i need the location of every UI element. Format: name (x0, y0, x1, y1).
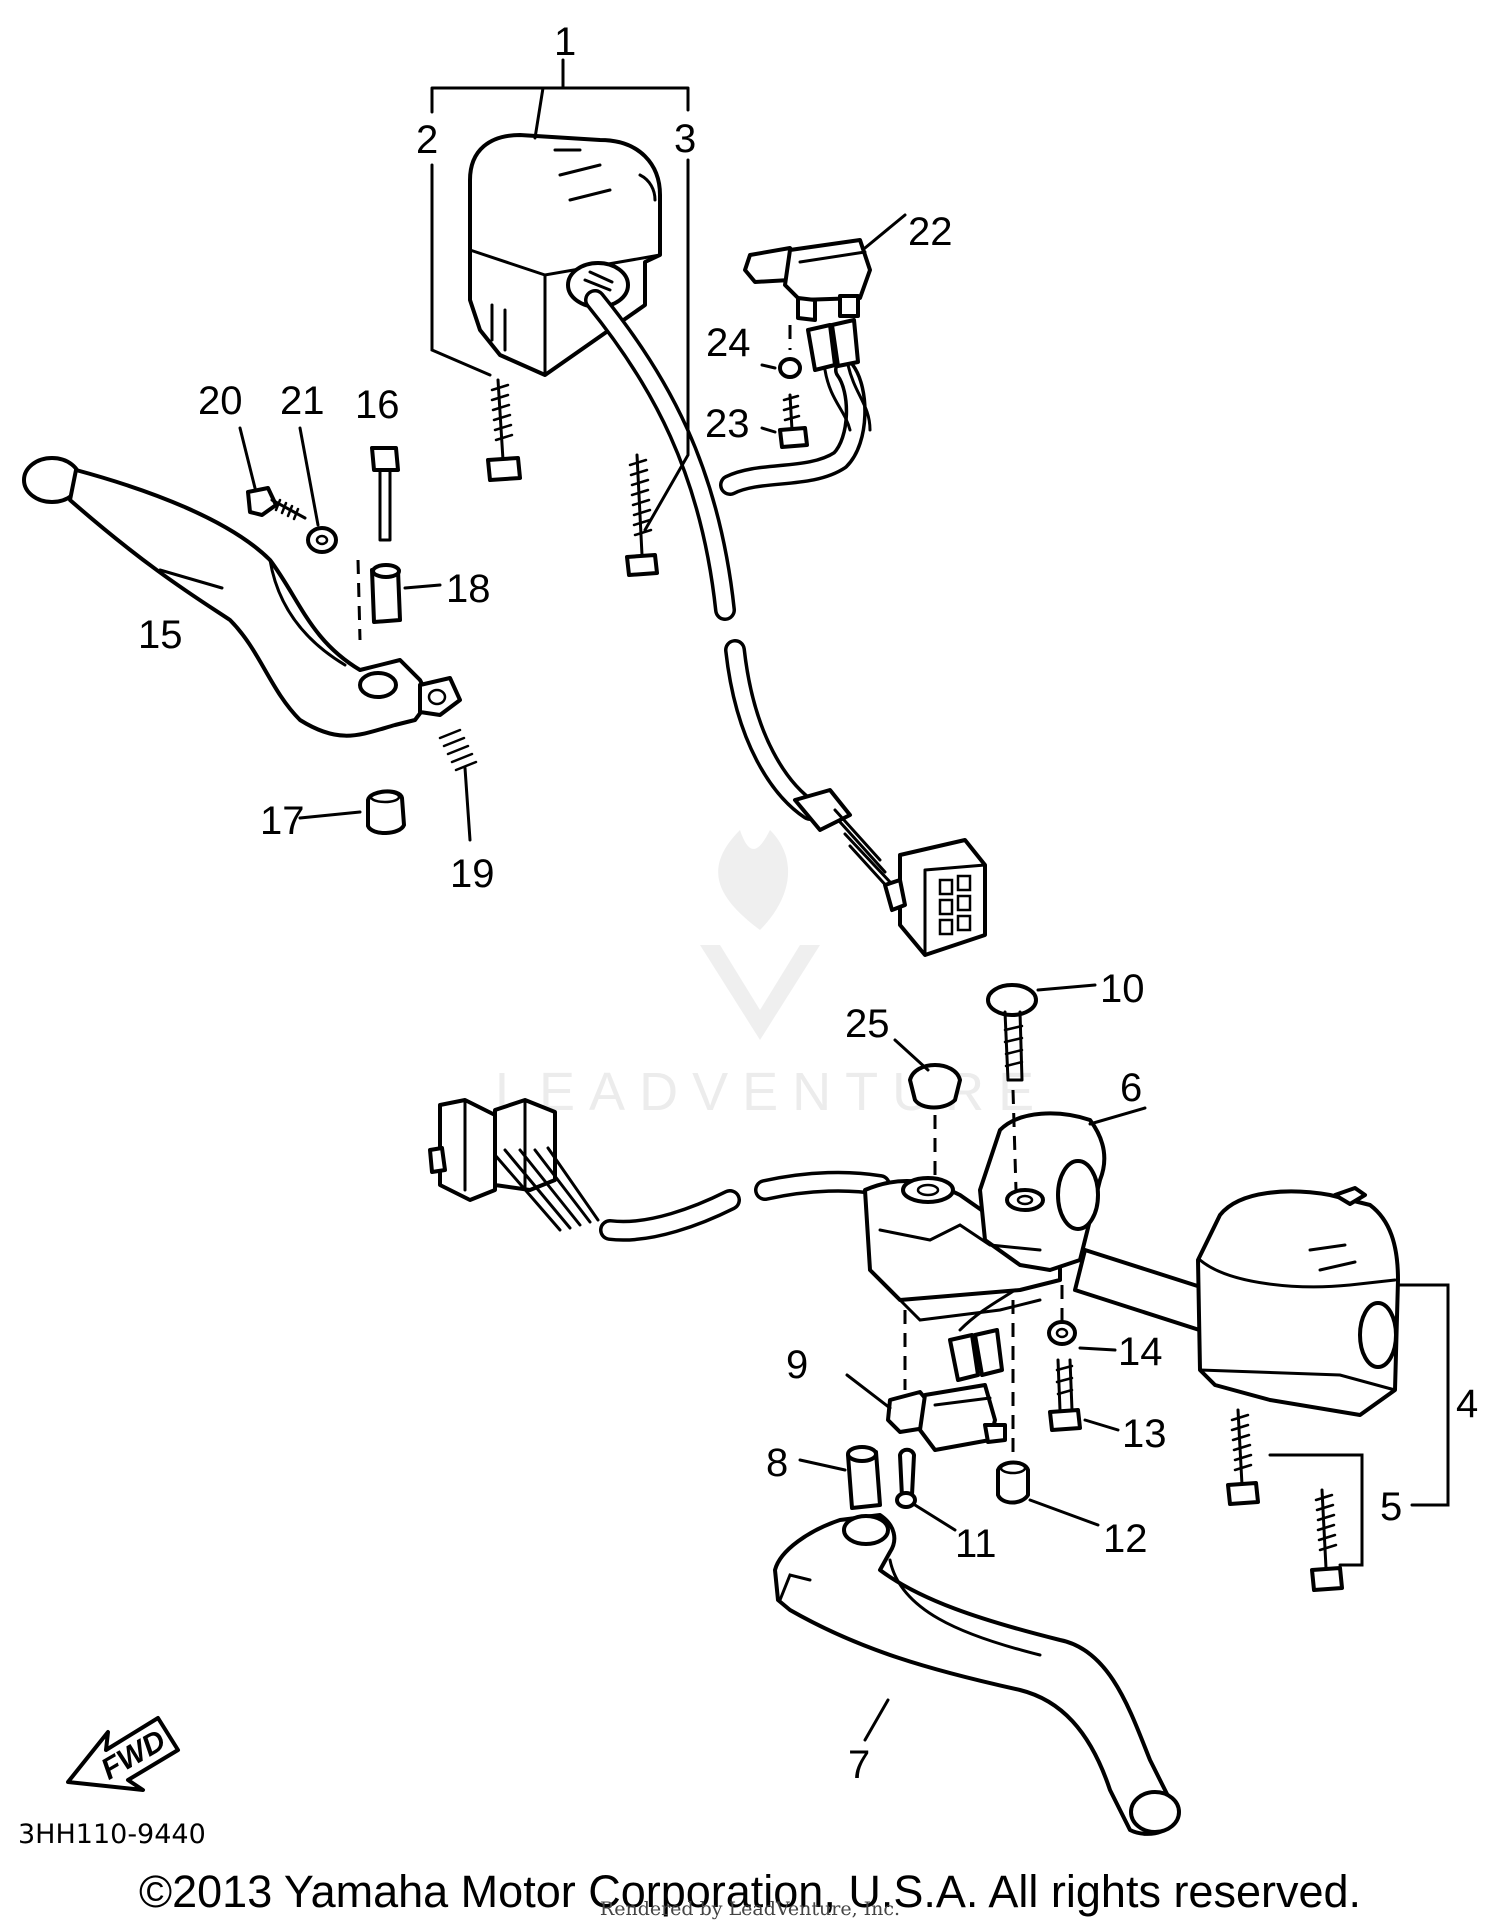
diagram-code: 3HH110-9440 (18, 1819, 206, 1850)
callout-labels: 1 2 3 4 5 6 7 8 9 10 11 12 13 14 15 16 1… (138, 20, 1478, 1787)
cap-25 (893, 1038, 962, 1180)
lever-nut-21 (298, 426, 338, 554)
handlebar (1073, 1248, 1217, 1337)
callout-12: 12 (1103, 1517, 1148, 1561)
nine-pin-connector (793, 788, 987, 957)
screw-10 (986, 983, 1097, 1191)
callout-22: 22 (908, 210, 953, 254)
callout-5: 5 (1380, 1485, 1402, 1529)
screw-24-23 (760, 325, 809, 449)
callout-17: 17 (260, 799, 305, 843)
watermark-text: LEADVENTURE (495, 1062, 1048, 1122)
callout-24: 24 (706, 321, 751, 365)
collar-8 (798, 1445, 882, 1510)
callout-1: 1 (554, 20, 576, 64)
callout-21: 21 (280, 379, 325, 423)
callout-2: 2 (416, 118, 438, 162)
callout-4: 4 (1456, 1382, 1478, 1426)
callout-13: 13 (1122, 1412, 1167, 1456)
callout-9: 9 (786, 1343, 808, 1387)
callout-18: 18 (446, 567, 491, 611)
bracket-4-5 (1268, 1283, 1450, 1567)
brake-holder-6 (863, 1106, 1147, 1322)
fwd-arrow-icon: FWD (66, 1716, 180, 1792)
callout-23: 23 (705, 402, 750, 446)
housing-screw-3 (625, 453, 659, 577)
callout-16: 16 (355, 383, 400, 427)
clutch-switch-22 (743, 213, 907, 322)
callout-11: 11 (955, 1522, 997, 1566)
callout-14: 14 (1118, 1330, 1163, 1374)
housing-screw-5b (1310, 1488, 1344, 1592)
nut-17 (298, 789, 406, 835)
housing-screw-5a (1226, 1408, 1260, 1506)
lever-bolt-20 (238, 426, 307, 521)
brake-lever-7 (773, 1513, 1181, 1836)
rendered-by-notice: Rendered by LeadVenture, Inc. (599, 1898, 901, 1920)
right-connector (428, 1098, 600, 1232)
callout-7: 7 (848, 1743, 870, 1787)
copyright-notice: ©2013 Yamaha Motor Corporation, U.S.A. A… (138, 1866, 1362, 1917)
callout-10: 10 (1100, 967, 1145, 1011)
callout-6: 6 (1120, 1066, 1142, 1110)
callout-15: 15 (138, 613, 183, 657)
nut-14 (1047, 1285, 1117, 1352)
callout-19: 19 (450, 852, 495, 896)
housing-screw-2 (486, 378, 522, 482)
bracket-1-2-3 (430, 58, 690, 532)
nut-12 (996, 1300, 1100, 1527)
clutch-switch-terminals (806, 318, 872, 432)
pin-11 (895, 1447, 957, 1532)
lever-bolt-16 (370, 446, 400, 542)
callout-3: 3 (674, 117, 696, 161)
right-switch-housing-4 (1196, 1186, 1400, 1417)
collar-18 (356, 559, 442, 641)
brake-switch-9 (845, 1288, 1017, 1452)
callout-8: 8 (766, 1441, 788, 1485)
right-cable (599, 1170, 891, 1242)
callout-25: 25 (845, 1002, 890, 1046)
bolt-13 (1048, 1358, 1120, 1432)
callout-20: 20 (198, 379, 243, 423)
spring-19 (438, 728, 478, 842)
clutch-lever-15 (22, 456, 462, 738)
